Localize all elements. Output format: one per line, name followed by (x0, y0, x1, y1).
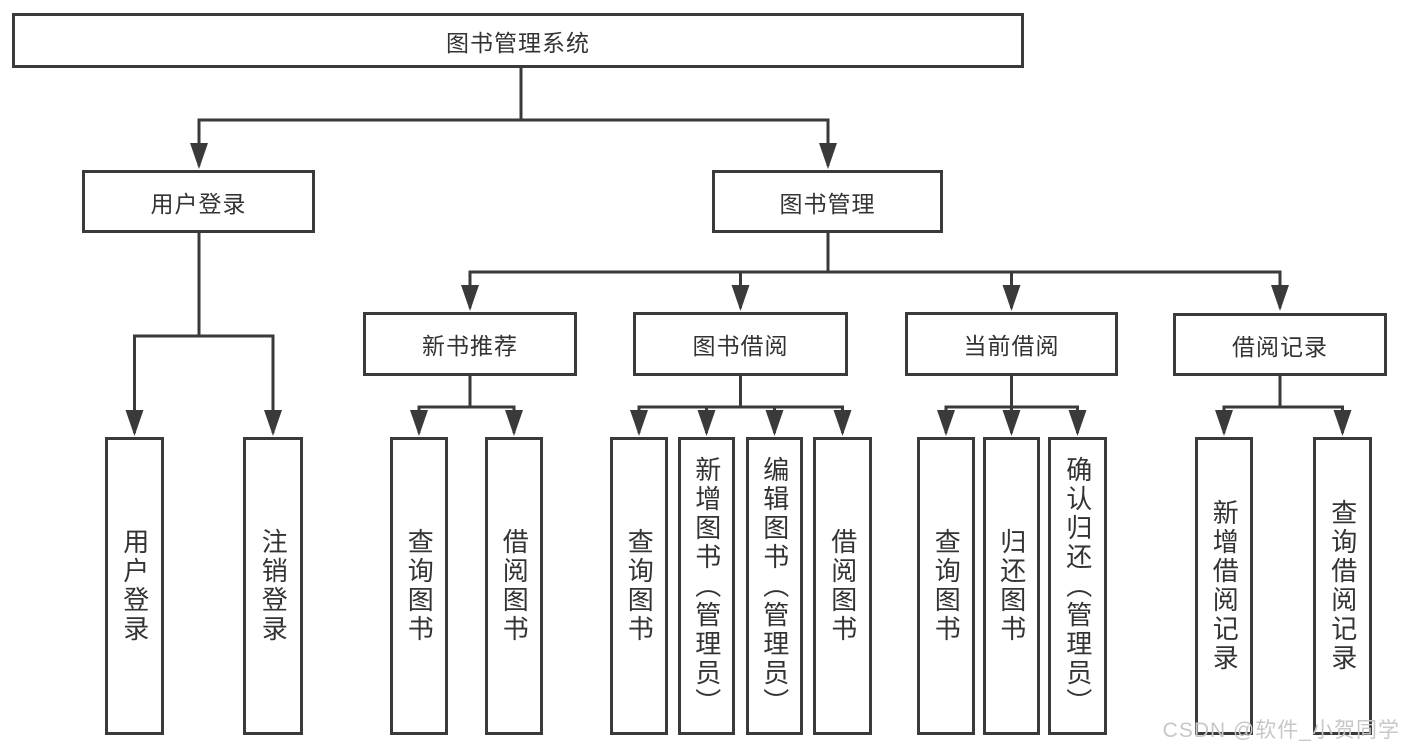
leaf-borrow-query: 查询图书 (610, 437, 668, 735)
leaf-borrow-borrow-label: 借阅图书 (827, 528, 858, 644)
leaf-newbooks-borrow-label: 借阅图书 (499, 528, 530, 644)
node-current-borrow: 当前借阅 (905, 312, 1118, 376)
node-book-borrow-label: 图书借阅 (692, 333, 789, 359)
node-root-label: 图书管理系统 (446, 29, 590, 56)
node-book-borrow: 图书借阅 (633, 312, 848, 376)
node-user-login: 用户登录 (82, 170, 315, 233)
node-root: 图书管理系统 (12, 13, 1024, 68)
node-borrow-records: 借阅记录 (1173, 313, 1387, 376)
leaf-borrow-add-admin: 新增图书（管理员） (678, 437, 735, 735)
leaf-current-confirm-admin-label: 确认归还（管理员） (1062, 455, 1093, 717)
leaf-user-login-label: 用户登录 (119, 528, 150, 644)
leaf-borrow-query-label: 查询图书 (624, 528, 655, 644)
node-book-mgmt-label: 图书管理 (779, 190, 876, 217)
leaf-current-return-label: 归还图书 (996, 528, 1027, 644)
csdn-watermark: CSDN @软件_小贺同学 (1162, 719, 1400, 742)
leaf-borrow-edit-admin: 编辑图书（管理员） (746, 437, 803, 735)
leaf-newbooks-query: 查询图书 (390, 437, 448, 735)
leaf-borrow-add-admin-label: 新增图书（管理员） (691, 455, 722, 717)
leaf-current-query: 查询图书 (917, 437, 975, 735)
leaf-current-query-label: 查询图书 (931, 528, 962, 644)
leaf-current-confirm-admin: 确认归还（管理员） (1048, 437, 1107, 735)
leaf-newbooks-borrow: 借阅图书 (485, 437, 543, 735)
leaf-logout: 注销登录 (243, 437, 303, 735)
node-borrow-records-label: 借阅记录 (1232, 333, 1328, 360)
leaf-user-login: 用户登录 (105, 437, 164, 735)
arrowheads (125, 143, 1352, 436)
leaf-borrow-borrow: 借阅图书 (813, 437, 872, 735)
node-current-borrow-label: 当前借阅 (963, 333, 1060, 359)
leaf-records-add: 新增借阅记录 (1195, 437, 1253, 735)
node-book-mgmt: 图书管理 (712, 170, 943, 233)
node-new-books: 新书推荐 (363, 312, 577, 376)
leaf-borrow-edit-admin-label: 编辑图书（管理员） (759, 455, 790, 717)
leaf-current-return: 归还图书 (983, 437, 1040, 735)
leaf-records-add-label: 新增借阅记录 (1209, 499, 1240, 673)
leaf-newbooks-query-label: 查询图书 (404, 528, 435, 644)
leaf-logout-label: 注销登录 (258, 528, 289, 644)
leaf-records-query: 查询借阅记录 (1313, 437, 1372, 735)
node-user-login-label: 用户登录 (150, 190, 247, 217)
leaf-records-query-label: 查询借阅记录 (1327, 499, 1358, 673)
node-new-books-label: 新书推荐 (422, 333, 518, 359)
